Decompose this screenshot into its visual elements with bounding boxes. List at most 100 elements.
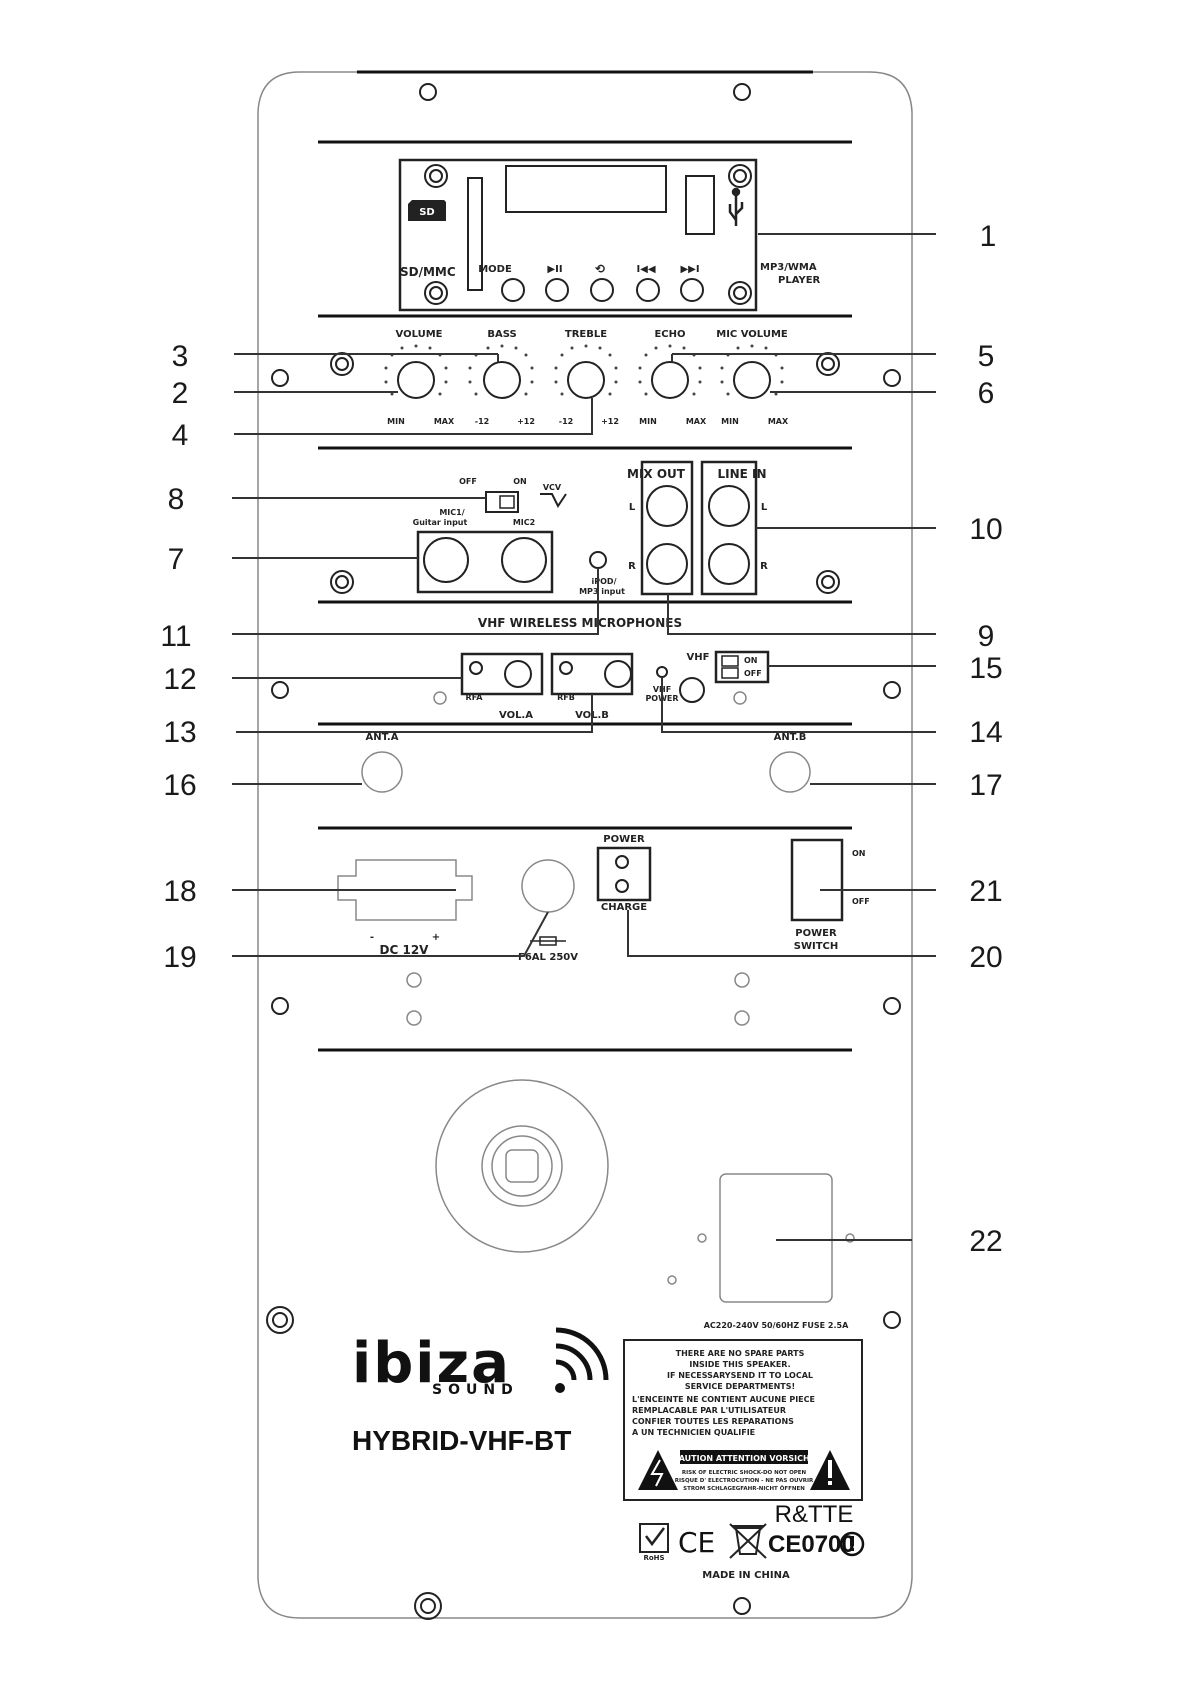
mic-volume-knob[interactable] xyxy=(733,361,771,399)
callout-numbers: 1 2 3 4 5 6 7 8 9 10 11 12 13 14 15 16 1… xyxy=(160,220,1002,1258)
callout-16: 16 xyxy=(163,769,196,802)
prev-button[interactable] xyxy=(636,278,660,302)
vhf-section: VHF WIRELESS MICROPHONES RFA RFB VOL.A V… xyxy=(361,616,811,793)
power-switch[interactable] xyxy=(790,838,844,922)
rfb-led xyxy=(559,661,573,675)
switch-off-label: OFF xyxy=(852,897,870,906)
callout-12: 12 xyxy=(163,663,196,696)
vol-b-knob[interactable] xyxy=(604,660,632,688)
weee-bin-icon xyxy=(729,1523,767,1559)
power-charge-bottom-label: CHARGE xyxy=(601,902,647,913)
play-pause-icon: ▶II xyxy=(547,264,562,275)
power-switch-label-1: POWER xyxy=(795,928,837,939)
sd-card-slot[interactable] xyxy=(467,177,483,291)
vcv-switch[interactable] xyxy=(485,491,519,513)
dc-plus-label: + xyxy=(432,932,440,943)
bass-label: BASS xyxy=(487,329,516,340)
mic2-jack[interactable] xyxy=(501,537,547,583)
fuse-icon xyxy=(530,936,566,946)
panel-outline xyxy=(257,70,913,1619)
callout-13: 13 xyxy=(163,716,196,749)
fuse-label: F6AL 250V xyxy=(518,952,578,963)
dc-label: DC 12V xyxy=(380,943,430,957)
alert-circle-icon xyxy=(839,1531,865,1557)
line-in-r-jack[interactable] xyxy=(708,543,750,585)
line-in-l-jack[interactable] xyxy=(708,485,750,527)
line-in-label: LINE IN xyxy=(717,467,766,481)
volume-max-label: MAX xyxy=(434,417,455,426)
usb-port[interactable] xyxy=(685,175,715,235)
volume-label: VOLUME xyxy=(396,329,443,340)
mix-out-l-label: L xyxy=(629,502,636,513)
warning-label: THERE ARE NO SPARE PARTS INSIDE THIS SPE… xyxy=(623,1339,863,1501)
mode-label: MODE xyxy=(478,264,512,275)
player-label-1: MP3/WMA xyxy=(760,262,817,273)
callout-18: 18 xyxy=(163,875,196,908)
antenna-b[interactable] xyxy=(769,751,811,793)
callout-19: 19 xyxy=(163,941,196,974)
warning-line-2: INSIDE THIS SPEAKER. xyxy=(689,1360,790,1369)
display-screen xyxy=(505,165,667,213)
callout-15: 15 xyxy=(969,652,1002,685)
callout-22: 22 xyxy=(969,1225,1002,1258)
brand-logo: ibiza SOUND HYBRID-VHF-BT xyxy=(352,1327,609,1456)
ipod-label-2: MP3 input xyxy=(579,587,625,596)
callout-2: 2 xyxy=(172,377,189,410)
callout-5: 5 xyxy=(978,340,995,373)
mic1-jack[interactable] xyxy=(423,537,469,583)
treble-knob[interactable] xyxy=(567,361,605,399)
power-charge-indicator xyxy=(596,846,652,902)
repeat-button[interactable] xyxy=(590,278,614,302)
vol-a-knob[interactable] xyxy=(504,660,532,688)
mic-volume-label: MIC VOLUME xyxy=(716,329,788,340)
power-section: - + DC 12V F6AL 250V POWER CHARGE ON OFF… xyxy=(337,834,870,1026)
antenna-a[interactable] xyxy=(361,751,403,793)
ipod-input-jack[interactable] xyxy=(589,551,607,569)
mp3-player-module: SD SD/MMC MODE ▶II ⟲ I◀◀ ▶▶I MP3/WMA PLA… xyxy=(398,158,821,312)
warning-line-5: L'ENCEINTE NE CONTIENT AUCUNE PIECE xyxy=(632,1395,815,1404)
bass-knob[interactable] xyxy=(483,361,521,399)
svg-text:SD: SD xyxy=(419,207,435,218)
mix-out-r-jack[interactable] xyxy=(646,543,688,585)
mode-button[interactable] xyxy=(501,278,525,302)
bass-port xyxy=(435,1079,609,1253)
rfa-label: RFA xyxy=(466,693,484,702)
dc-12v-socket[interactable] xyxy=(337,859,473,921)
leader-lines xyxy=(232,233,936,1241)
callout-10: 10 xyxy=(969,513,1002,546)
sd-mmc-label: SD/MMC xyxy=(400,265,456,279)
ce-mark: CE xyxy=(678,1526,715,1559)
volume-knob[interactable] xyxy=(397,361,435,399)
caution-text: CAUTION ATTENTION VORSICHT xyxy=(673,1454,816,1463)
warning-line-1: THERE ARE NO SPARE PARTS xyxy=(676,1349,805,1358)
rohs-icon: RoHS xyxy=(639,1523,669,1562)
power-charge-top-label: POWER xyxy=(603,834,645,845)
line-in-l-label: L xyxy=(761,502,768,513)
repeat-icon: ⟲ xyxy=(595,262,605,276)
brand-logo-text: ibiza xyxy=(352,1331,511,1396)
signal-icon xyxy=(555,1327,609,1381)
exclamation-warning-icon xyxy=(810,1450,850,1490)
model-name: HYBRID-VHF-BT xyxy=(352,1425,571,1456)
echo-knob[interactable] xyxy=(651,361,689,399)
caution-small-1: RISK OF ELECTRIC SHOCK-DO NOT OPEN xyxy=(682,1470,807,1476)
line-in-r-label: R xyxy=(760,561,768,572)
callout-21: 21 xyxy=(969,875,1002,908)
mix-out-l-jack[interactable] xyxy=(646,485,688,527)
fuse-holder[interactable] xyxy=(521,859,575,913)
callout-4: 4 xyxy=(172,419,189,452)
echo-min-label: MIN xyxy=(639,417,657,426)
mix-out-label: MIX OUT xyxy=(627,467,686,481)
svg-text:RoHS: RoHS xyxy=(643,1554,664,1562)
input-section: OFF ON VCV MIC1/ Guitar input MIC2 iPOD/… xyxy=(413,460,768,596)
rfa-led xyxy=(469,661,483,675)
next-button[interactable] xyxy=(680,278,704,302)
vhf-label: VHF xyxy=(687,652,710,663)
callout-1: 1 xyxy=(980,220,997,253)
volume-min-label: MIN xyxy=(387,417,405,426)
ac-inlet[interactable] xyxy=(667,1173,855,1303)
brand-sound-text: SOUND xyxy=(432,1382,519,1398)
bass-plus-label: +12 xyxy=(517,417,535,426)
play-pause-button[interactable] xyxy=(545,278,569,302)
